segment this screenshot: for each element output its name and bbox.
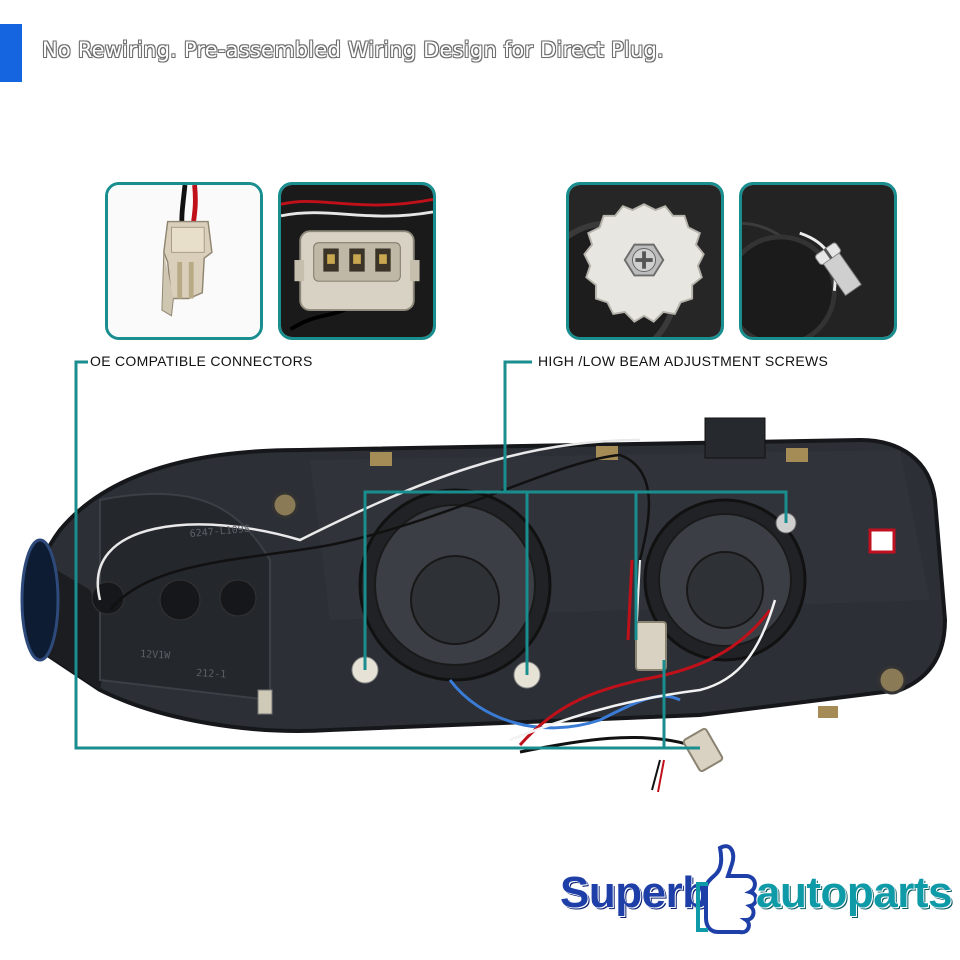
code-marking: 212-1 — [196, 668, 227, 681]
bulb-rating-marking: 12V1W — [140, 649, 172, 662]
adjustment-screw-front-inset — [566, 182, 724, 340]
screw-front-icon — [569, 185, 721, 337]
t10-wedge-connector-inset — [105, 182, 263, 340]
header-accent-bar — [0, 24, 22, 82]
part-number-marking: 6247-L1098 — [189, 524, 250, 540]
headline: No Rewiring. Pre-assembled Wiring Design… — [42, 38, 664, 62]
three-pin-plug-icon — [281, 185, 433, 337]
connectors-callout-label: OE COMPATIBLE CONNECTORS — [90, 353, 313, 369]
t10-wedge-connector-icon — [108, 185, 260, 337]
brand-word-left: Superb — [560, 868, 709, 917]
brand-logo: Superb autoparts — [560, 838, 952, 938]
screws-callout-label: HIGH /LOW BEAM ADJUSTMENT SCREWS — [538, 353, 829, 369]
brand-word-right: autoparts — [756, 868, 952, 917]
callout-lines — [74, 360, 788, 750]
thumbs-up-icon — [696, 844, 758, 935]
three-pin-plug-inset — [278, 182, 436, 340]
screw-side-icon — [742, 185, 894, 337]
adjustment-screw-side-inset — [739, 182, 897, 340]
